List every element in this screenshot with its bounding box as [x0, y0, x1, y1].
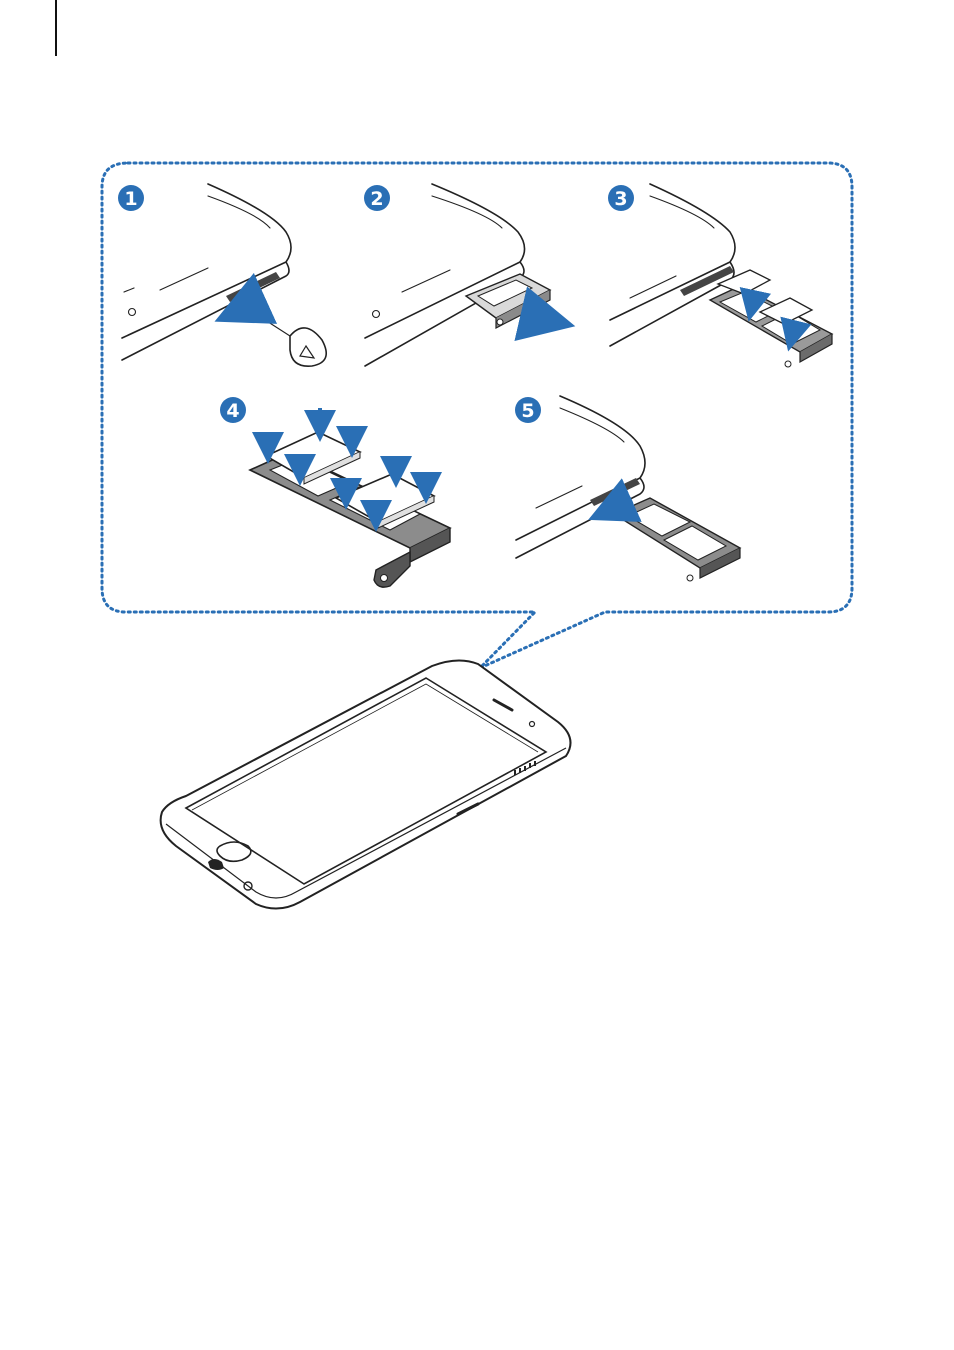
- step-1-panel: 1: [118, 184, 326, 366]
- step-2-panel: 2: [364, 184, 550, 366]
- step-2-number: 2: [370, 188, 383, 210]
- step-3-number: 3: [614, 188, 627, 210]
- step-5-panel: 5: [515, 396, 740, 581]
- phone-illustration: [161, 660, 571, 908]
- step-3-tray: [710, 286, 832, 352]
- step-4-number: 4: [226, 400, 239, 422]
- step-1-arrow-icon: [240, 300, 262, 310]
- step-3-panel: 3: [608, 184, 832, 367]
- callout-bubble: [102, 163, 852, 668]
- step-4-panel: 4: [220, 397, 450, 587]
- step-1-number: 1: [124, 188, 137, 210]
- step-2-arrow-icon: [522, 314, 548, 320]
- step-5-number: 5: [521, 400, 534, 422]
- eject-pin-icon: [290, 328, 326, 366]
